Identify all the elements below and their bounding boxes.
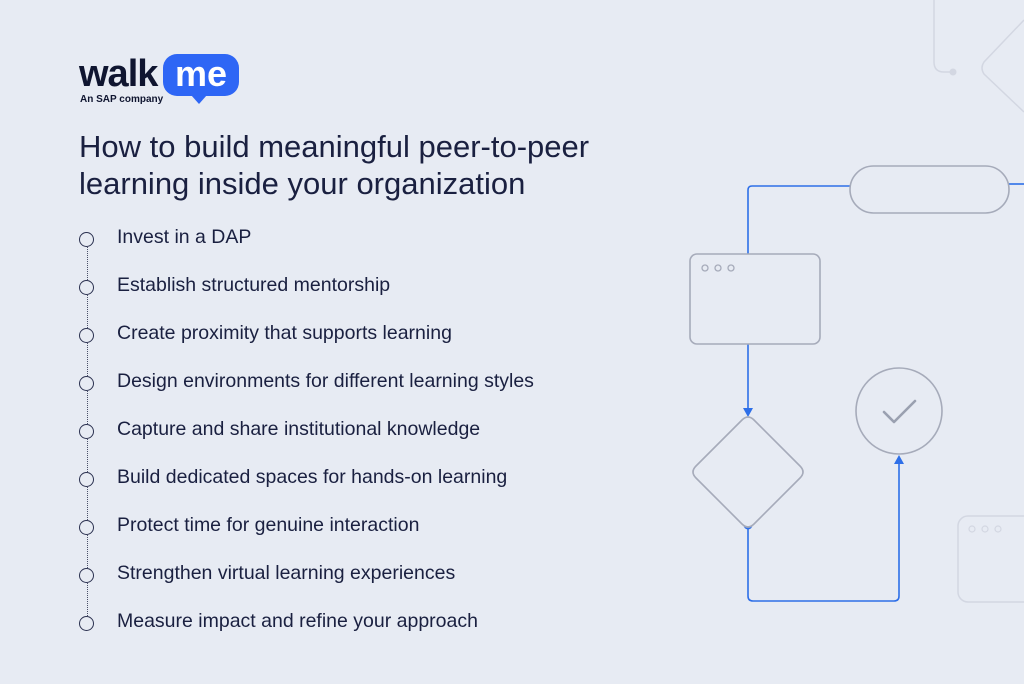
list-item: Establish structured mentorship bbox=[79, 272, 679, 304]
list-item: Build dedicated spaces for hands-on lear… bbox=[79, 464, 679, 496]
bullet-circle-icon bbox=[79, 616, 94, 631]
list-item-label: Build dedicated spaces for hands-on lear… bbox=[117, 466, 508, 488]
decision-diamond-icon bbox=[692, 416, 804, 528]
logo-speech-bubble: me bbox=[163, 53, 239, 104]
logo-wordmark-walk: walk bbox=[79, 53, 158, 95]
logo-tagline: An SAP company bbox=[80, 94, 164, 105]
list-item-label: Establish structured mentorship bbox=[117, 274, 391, 296]
list-item: Create proximity that supports learning bbox=[79, 320, 679, 352]
bullet-circle-icon bbox=[79, 424, 94, 439]
bullet-circle-icon bbox=[79, 376, 94, 391]
arrow-up-icon bbox=[894, 455, 904, 464]
flow-connectors bbox=[747, 183, 1024, 602]
list-item-label: Design environments for different learni… bbox=[117, 370, 534, 392]
list-item: Measure impact and refine your approach bbox=[79, 608, 679, 640]
pill-node bbox=[849, 165, 1010, 214]
arrow-down-icon bbox=[743, 408, 753, 417]
logo-wordmark-me: me bbox=[174, 53, 228, 94]
list-item-label: Invest in a DAP bbox=[117, 226, 252, 248]
list-item-label: Create proximity that supports learning bbox=[117, 322, 452, 344]
bullet-circle-icon bbox=[79, 472, 94, 487]
browser-window-icon bbox=[689, 253, 821, 345]
bullet-circle-icon bbox=[79, 280, 94, 295]
walkme-logo: walk me An SAP company bbox=[79, 52, 249, 112]
list-item: Invest in a DAP bbox=[79, 224, 679, 256]
page-title: How to build meaningful peer-to-peer lea… bbox=[79, 129, 590, 201]
list-item: Capture and share institutional knowledg… bbox=[79, 416, 679, 448]
list-item-label: Measure impact and refine your approach bbox=[117, 610, 478, 632]
checkmark-icon bbox=[855, 367, 943, 455]
bullet-circle-icon bbox=[79, 520, 94, 535]
bullet-circle-icon bbox=[79, 232, 94, 247]
list-item-label: Capture and share institutional knowledg… bbox=[117, 418, 481, 440]
list-item-label: Protect time for genuine interaction bbox=[117, 514, 420, 536]
list-item: Protect time for genuine interaction bbox=[79, 512, 679, 544]
list-item: Design environments for different learni… bbox=[79, 368, 679, 400]
bullet-circle-icon bbox=[79, 568, 94, 583]
bullet-circle-icon bbox=[79, 328, 94, 343]
list-item-label: Strengthen virtual learning experiences bbox=[117, 562, 456, 584]
list-item: Strengthen virtual learning experiences bbox=[79, 560, 679, 592]
background-decoration bbox=[933, 0, 1024, 603]
